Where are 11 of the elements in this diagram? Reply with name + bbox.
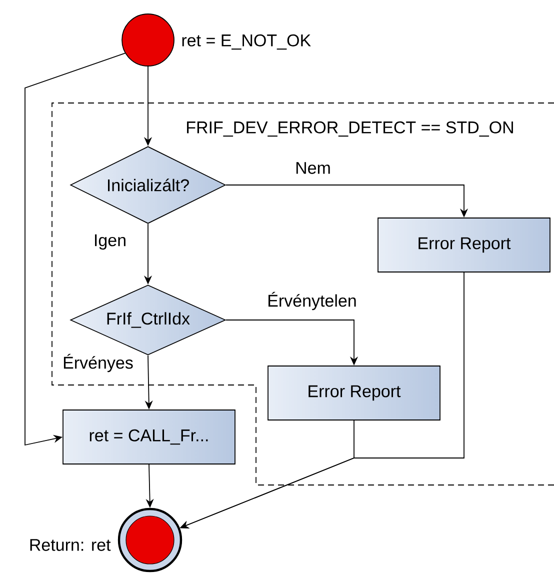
edge-label: Érvényes: [62, 352, 134, 374]
edge-label: Nem: [294, 161, 332, 175]
node-label: Return: ret: [30, 539, 111, 551]
process-box: Error Report: [378, 218, 550, 272]
end-circle: [118, 508, 182, 572]
node-label: ret = E_NOT_OK: [182, 34, 311, 50]
edge-label: Érvénytelen: [266, 290, 358, 312]
process-box: Error Report: [268, 366, 440, 420]
start-circle: [122, 14, 174, 66]
arrow: [24, 52, 126, 446]
edge-label: Igen: [92, 233, 128, 251]
